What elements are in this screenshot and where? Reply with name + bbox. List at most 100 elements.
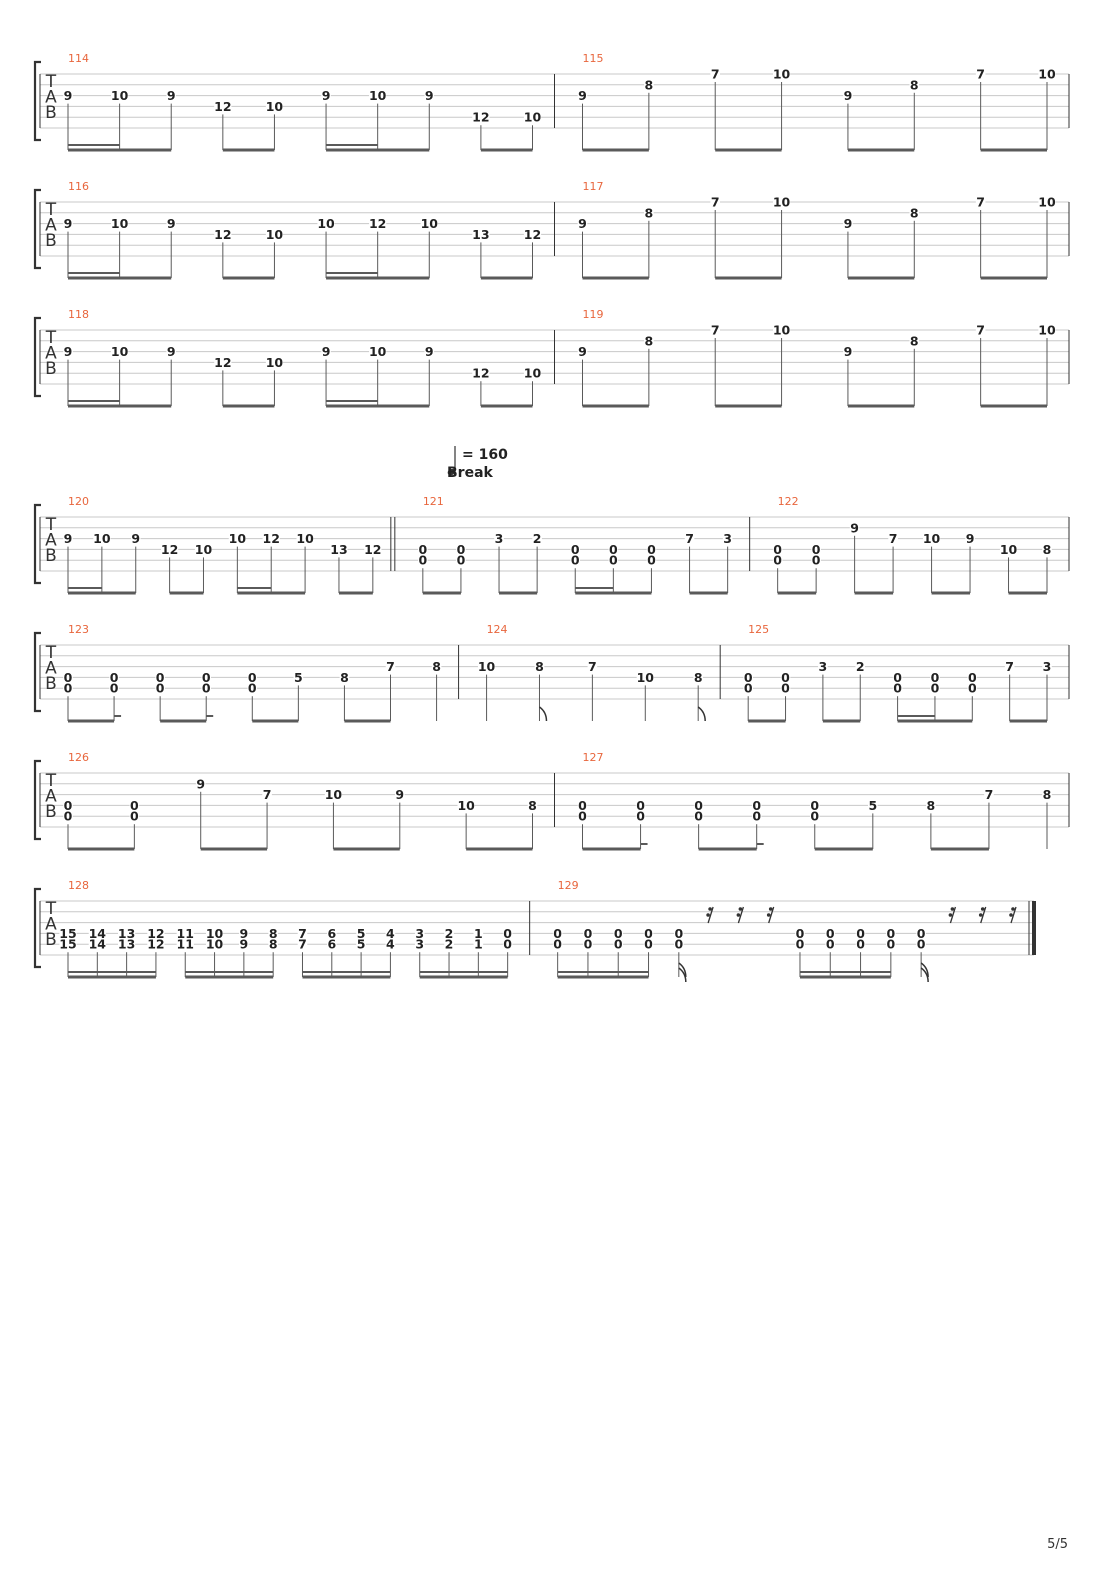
fret-backdrop bbox=[909, 206, 920, 219]
fret-backdrop bbox=[843, 89, 853, 102]
fret-number: 0 bbox=[744, 681, 753, 696]
system-bracket bbox=[33, 759, 41, 841]
rest-dot bbox=[950, 907, 955, 911]
fret-backdrop bbox=[710, 196, 721, 208]
fret-number: 10 bbox=[1038, 67, 1056, 82]
fret-backdrop bbox=[999, 543, 1018, 556]
fret-backdrop bbox=[825, 927, 836, 940]
fret-backdrop bbox=[166, 217, 177, 230]
rest-dot bbox=[708, 907, 712, 911]
fret-number: 7 bbox=[711, 67, 720, 82]
fret-number: 0 bbox=[457, 542, 466, 557]
system-bracket bbox=[33, 631, 41, 713]
fret-number: 9 bbox=[844, 344, 853, 359]
fret-number: 2 bbox=[856, 659, 865, 674]
fret-number: 10 bbox=[369, 344, 387, 359]
fret-number: 1 bbox=[474, 926, 483, 941]
fret-number: 0 bbox=[64, 681, 73, 696]
fret-number: 15 bbox=[59, 926, 76, 941]
fret-number: 9 bbox=[844, 216, 853, 231]
fret-backdrop bbox=[780, 671, 791, 684]
fret-number: 9 bbox=[64, 344, 73, 359]
fret-number: 9 bbox=[578, 88, 587, 103]
fret-backdrop bbox=[63, 799, 73, 812]
fret-number: 10 bbox=[317, 216, 335, 231]
fret-backdrop bbox=[855, 660, 866, 673]
fret-backdrop bbox=[527, 799, 538, 812]
fret-backdrop bbox=[922, 532, 941, 545]
fret-backdrop bbox=[886, 938, 896, 951]
fret-backdrop bbox=[583, 927, 593, 940]
fret-backdrop bbox=[109, 671, 119, 684]
fret-number: 0 bbox=[773, 553, 782, 568]
sixteenth-rest-icon bbox=[949, 906, 957, 924]
rest-dot bbox=[766, 913, 771, 917]
fret-backdrop bbox=[155, 671, 165, 684]
fret-number: 9 bbox=[167, 88, 176, 103]
tab-clef-letter: T bbox=[45, 771, 57, 791]
fret-number: 9 bbox=[966, 531, 975, 546]
fret-number: 0 bbox=[609, 542, 618, 557]
fret-number: 0 bbox=[418, 542, 427, 557]
fret-backdrop bbox=[916, 927, 926, 940]
fret-backdrop bbox=[472, 367, 490, 380]
system-bracket bbox=[33, 316, 41, 398]
fret-number: 7 bbox=[711, 195, 720, 210]
fret-number: 10 bbox=[111, 88, 129, 103]
fret-number: 10 bbox=[296, 531, 314, 546]
fret-number: 0 bbox=[796, 926, 805, 941]
fret-backdrop bbox=[424, 89, 435, 102]
fret-backdrop bbox=[262, 532, 280, 545]
fret-number: 7 bbox=[263, 787, 272, 802]
fret-backdrop bbox=[414, 938, 425, 951]
fret-number: 14 bbox=[89, 937, 107, 952]
fret-number: 7 bbox=[1005, 659, 1014, 674]
fret-backdrop bbox=[772, 543, 783, 556]
fret-backdrop bbox=[317, 217, 335, 230]
fret-backdrop bbox=[587, 660, 598, 673]
fret-number: 10 bbox=[266, 99, 284, 114]
measure-number: 127 bbox=[583, 751, 604, 764]
fret-backdrop bbox=[608, 554, 619, 567]
fret-number: 0 bbox=[571, 553, 580, 568]
fret-number: 10 bbox=[923, 531, 941, 546]
fret-number: 13 bbox=[118, 937, 135, 952]
fret-number: 12 bbox=[524, 227, 541, 242]
measure-number: 126 bbox=[68, 751, 89, 764]
fret-number: 8 bbox=[645, 333, 654, 348]
fret-backdrop bbox=[418, 554, 428, 567]
fret-number: 0 bbox=[752, 809, 761, 824]
fret-backdrop bbox=[147, 938, 165, 951]
tab-clef-letter: B bbox=[45, 930, 57, 950]
fret-number: 4 bbox=[386, 926, 395, 941]
fret-backdrop bbox=[161, 543, 179, 556]
fret-number: 0 bbox=[571, 542, 580, 557]
fret-backdrop bbox=[265, 100, 284, 113]
fret-number: 9 bbox=[167, 216, 176, 231]
fret-backdrop bbox=[214, 100, 232, 113]
fret-number: 0 bbox=[553, 937, 562, 952]
page-number: 5/5 bbox=[1047, 1537, 1068, 1552]
tab-clef-letter: B bbox=[45, 103, 57, 123]
fret-backdrop bbox=[643, 927, 654, 940]
fret-backdrop bbox=[356, 938, 366, 951]
fret-number: 9 bbox=[64, 216, 73, 231]
fret-backdrop bbox=[166, 89, 177, 102]
fret-number: 0 bbox=[553, 926, 562, 941]
fret-number: 0 bbox=[917, 926, 926, 941]
fret-number: 0 bbox=[744, 670, 753, 685]
fret-number: 13 bbox=[330, 542, 347, 557]
tempo-bpm: = 160 bbox=[462, 447, 508, 463]
tab-clef-letter: T bbox=[45, 899, 57, 919]
fret-backdrop bbox=[129, 799, 140, 812]
fret-backdrop bbox=[926, 799, 936, 812]
fret-number: 0 bbox=[644, 926, 653, 941]
fret-number: 10 bbox=[773, 67, 791, 82]
fret-backdrop bbox=[147, 927, 165, 940]
fret-number: 0 bbox=[826, 937, 835, 952]
fret-backdrop bbox=[892, 671, 903, 684]
fret-backdrop bbox=[855, 938, 866, 951]
